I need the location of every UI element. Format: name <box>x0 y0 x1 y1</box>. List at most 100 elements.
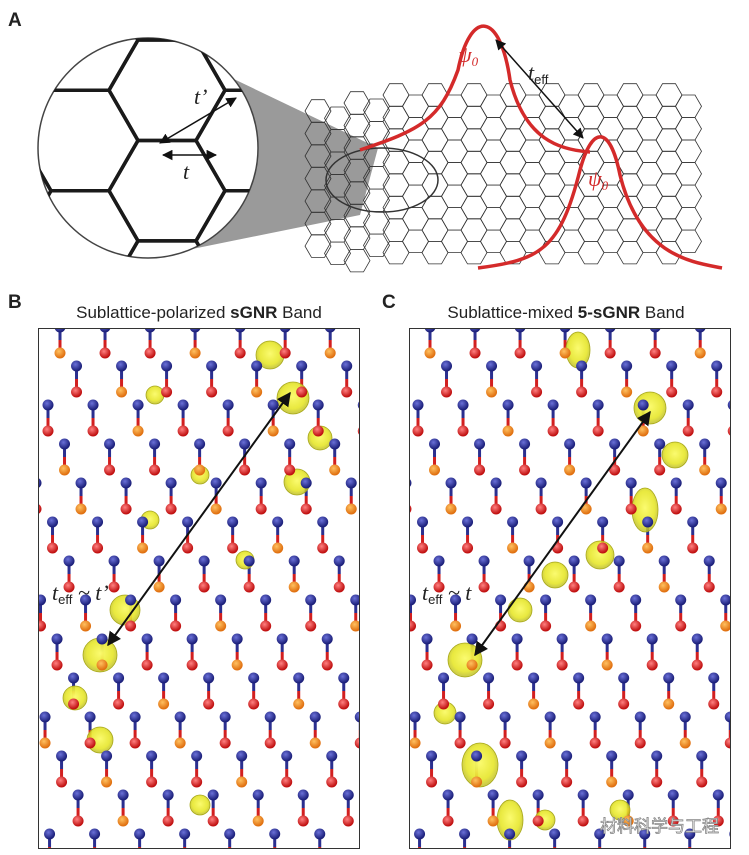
atom-sublattice-a <box>711 360 723 372</box>
atom-sublattice-a <box>576 360 588 372</box>
atom-sublattice-a <box>556 633 568 645</box>
ribbon-hexagon <box>675 162 702 186</box>
atom-sublattice-a <box>165 477 177 489</box>
atom-sublattice-a <box>350 594 359 606</box>
ribbon-hexagon <box>499 195 527 220</box>
ribbon-hexagon <box>577 105 605 130</box>
ribbon-hexagon <box>655 105 683 130</box>
ribbon-hexagon <box>655 128 683 152</box>
atom-sublattice-a <box>666 360 678 372</box>
atom-sublattice-b <box>11 777 22 788</box>
atom-sublattice-a <box>161 360 173 372</box>
atom-sublattice-b <box>410 737 421 749</box>
atom-sublattice-b <box>288 581 300 593</box>
atom-sublattice-b <box>621 386 633 398</box>
charge-density-lobe <box>461 742 499 788</box>
atom-sublattice-a <box>552 516 564 528</box>
atom-sublattice-a <box>442 789 454 801</box>
atom-sublattice-a <box>363 283 374 294</box>
atom-sublattice-b <box>483 698 495 710</box>
ribbon-hexagon <box>343 91 371 115</box>
atom-sublattice-b <box>141 659 153 671</box>
atom-sublattice-a <box>312 399 324 411</box>
atom-sublattice-a <box>433 555 445 567</box>
atom-sublattice-b <box>454 737 466 749</box>
ribbon-hexagon <box>577 83 605 107</box>
atom-sublattice-b <box>186 659 198 671</box>
atom-sublattice-a <box>87 399 99 411</box>
atom-sublattice-a <box>317 516 329 528</box>
atom-sublattice-a <box>371 751 382 762</box>
atom-sublattice-a <box>360 595 371 606</box>
atom-sublattice-b <box>471 776 483 788</box>
atom-sublattice-b <box>727 426 730 436</box>
atom-sublattice-a <box>128 283 139 294</box>
atom-sublattice-b <box>630 620 642 632</box>
atom-sublattice-a <box>194 438 206 450</box>
atom-sublattice-b <box>528 698 540 710</box>
atom-sublattice-a <box>44 828 56 840</box>
atom-sublattice-a <box>606 750 618 762</box>
t-prime-label: t’ <box>194 84 207 109</box>
atom-sublattice-b <box>625 503 637 515</box>
atom-sublattice-b <box>592 425 604 437</box>
atom-sublattice-a <box>564 438 576 450</box>
atom-sublattice-a <box>651 750 663 762</box>
panel-letter-b: B <box>8 292 22 313</box>
atom-sublattice-b <box>642 542 654 554</box>
atom-sublattice-a <box>144 329 156 333</box>
atom-sublattice-b <box>338 698 350 710</box>
atom-sublattice-b <box>300 503 312 515</box>
atom-sublattice-a <box>149 438 161 450</box>
atom-sublattice-b <box>573 698 585 710</box>
atom-sublattice-b <box>426 776 438 788</box>
atom-sublattice-a <box>308 283 319 294</box>
atom-sublattice-b <box>696 776 708 788</box>
atom-sublattice-a <box>383 673 394 684</box>
atom-sublattice-a <box>708 672 720 684</box>
atom-sublattice-a <box>153 555 165 567</box>
atom-sublattice-b <box>68 698 80 710</box>
atom-sublattice-a <box>219 711 231 723</box>
ribbon-hexagon <box>460 128 488 152</box>
atom-sublattice-b <box>354 737 359 749</box>
atom-sublattice-a <box>547 399 559 411</box>
atom-sublattice-b <box>576 386 588 398</box>
atom-sublattice-a <box>210 477 222 489</box>
atom-sublattice-a <box>224 828 236 840</box>
atom-sublattice-b <box>395 621 406 632</box>
atom-sublattice-b <box>321 659 333 671</box>
atom-sublattice-a <box>495 594 507 606</box>
atom-sublattice-a <box>63 555 75 567</box>
atom-sublattice-a <box>592 399 604 411</box>
atom-sublattice-a <box>267 399 279 411</box>
atom-sublattice-a <box>639 828 651 840</box>
atom-sublattice-b <box>429 464 441 476</box>
atom-sublattice-a <box>345 477 357 489</box>
atom-sublattice-a <box>255 477 267 489</box>
atom-sublattice-a <box>679 711 691 723</box>
ribbon-hexagon <box>382 218 410 242</box>
ribbon-hexagon <box>519 162 546 186</box>
atom-sublattice-b <box>634 737 646 749</box>
atom-sublattice-b <box>0 309 4 320</box>
ribbon-hexagon <box>597 229 624 254</box>
charge-density-lobe <box>609 799 631 821</box>
charge-density-lobe <box>507 597 533 623</box>
atom-sublattice-a <box>276 633 288 645</box>
ribbon-hexagon <box>636 117 663 141</box>
ribbon-hexagon <box>538 195 566 220</box>
atom-sublattice-a <box>391 478 402 489</box>
atom-sublattice-a <box>605 329 616 333</box>
atom-sublattice-a <box>101 750 113 762</box>
atom-sublattice-a <box>443 283 454 294</box>
atom-sublattice-b <box>51 659 63 671</box>
graphene-ribbon-lattice <box>304 83 702 273</box>
atom-sublattice-b <box>309 737 321 749</box>
atom-sublattice-a <box>215 594 227 606</box>
panel-letter-c: C <box>382 292 396 313</box>
atom-sublattice-b <box>231 659 243 671</box>
atom-sublattice-b <box>267 425 279 437</box>
atom-sublattice-b <box>177 425 189 437</box>
atom-sublattice-a <box>137 516 149 528</box>
